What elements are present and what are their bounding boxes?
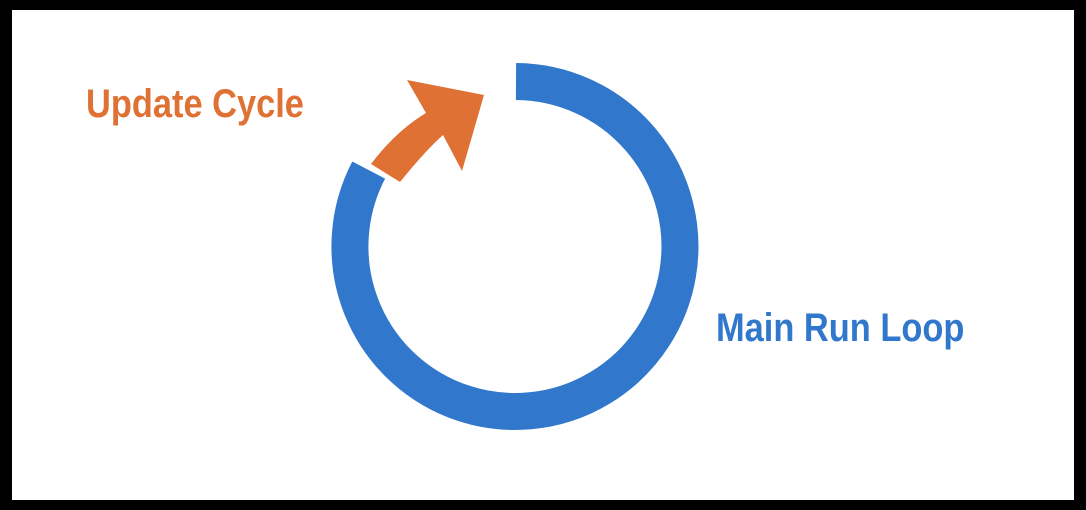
main-run-loop-ring [331, 63, 699, 430]
update-cycle-arrow-icon [371, 80, 484, 182]
main-run-loop-label: Main Run Loop [716, 306, 965, 350]
update-cycle-label: Update Cycle [86, 82, 304, 126]
